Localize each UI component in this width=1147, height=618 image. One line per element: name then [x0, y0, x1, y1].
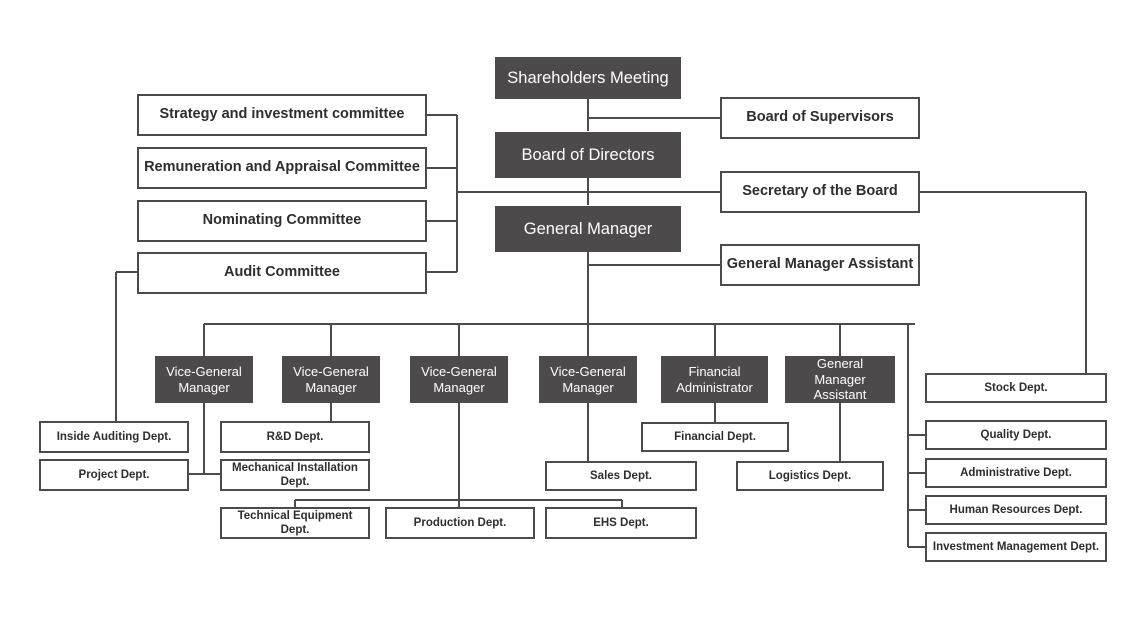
node-vice-general-manager-3[interactable]: Vice-General Manager [410, 356, 508, 403]
node-ehs-dept[interactable]: EHS Dept. [545, 507, 697, 539]
board-of-directors-label: Board of Directors [521, 145, 655, 164]
general-manager-label: General Manager [523, 219, 653, 238]
node-mechanical-installation-dept[interactable]: Mechanical Installation Dept. [220, 459, 370, 491]
nominating-committee-label: Nominating Committee [202, 212, 362, 229]
ehs-dept-label: EHS Dept. [593, 516, 649, 529]
node-general-manager-assistant-staff[interactable]: General Manager Assistant [720, 244, 920, 286]
logistics-dept-label: Logistics Dept. [768, 469, 852, 482]
quality-dept-label: Quality Dept. [980, 428, 1052, 441]
node-stock-dept[interactable]: Stock Dept. [925, 373, 1107, 403]
secretary-of-the-board-label: Secretary of the Board [742, 183, 898, 200]
rd-dept-label: R&D Dept. [266, 430, 324, 443]
inside-auditing-dept-label: Inside Auditing Dept. [56, 430, 172, 443]
production-dept-label: Production Dept. [413, 516, 507, 529]
node-inside-auditing-dept[interactable]: Inside Auditing Dept. [39, 421, 189, 453]
gm-assistant-exec-label: General Manager Assistant [813, 355, 867, 403]
node-logistics-dept[interactable]: Logistics Dept. [736, 461, 884, 491]
node-human-resources-dept[interactable]: Human Resources Dept. [925, 495, 1107, 525]
node-general-manager-assistant-exec[interactable]: General Manager Assistant [785, 356, 895, 403]
node-production-dept[interactable]: Production Dept. [385, 507, 535, 539]
node-vice-general-manager-4[interactable]: Vice-General Manager [539, 356, 637, 403]
board-of-supervisors-label: Board of Supervisors [746, 109, 894, 126]
node-rd-dept[interactable]: R&D Dept. [220, 421, 370, 453]
remuneration-committee-label: Remuneration and Appraisal Committee [144, 159, 420, 176]
node-board-of-directors[interactable]: Board of Directors [495, 132, 681, 178]
node-audit-committee[interactable]: Audit Committee [137, 252, 427, 294]
mechanical-installation-dept-label: Mechanical Installation Dept. [232, 461, 358, 488]
shareholders-meeting-label: Shareholders Meeting [507, 68, 669, 87]
node-sales-dept[interactable]: Sales Dept. [545, 461, 697, 491]
node-secretary-of-the-board[interactable]: Secretary of the Board [720, 171, 920, 213]
gm-assistant-staff-label: General Manager Assistant [726, 256, 914, 273]
node-technical-equipment-dept[interactable]: Technical Equipment Dept. [220, 507, 370, 539]
node-board-of-supervisors[interactable]: Board of Supervisors [720, 97, 920, 139]
audit-committee-label: Audit Committee [224, 264, 340, 281]
node-administrative-dept[interactable]: Administrative Dept. [925, 458, 1107, 488]
node-financial-administrator[interactable]: Financial Administrator [661, 356, 768, 403]
investment-management-dept-label: Investment Management Dept. [932, 540, 1100, 553]
node-vice-general-manager-2[interactable]: Vice-General Manager [282, 356, 380, 403]
node-quality-dept[interactable]: Quality Dept. [925, 420, 1107, 450]
node-general-manager[interactable]: General Manager [495, 206, 681, 252]
vgm3-label: Vice-General Manager [421, 363, 497, 395]
node-project-dept[interactable]: Project Dept. [39, 459, 189, 491]
project-dept-label: Project Dept. [78, 468, 150, 481]
node-strategy-and-investment-committee[interactable]: Strategy and investment committee [137, 94, 427, 136]
node-nominating-committee[interactable]: Nominating Committee [137, 200, 427, 242]
node-remuneration-and-appraisal-committee[interactable]: Remuneration and Appraisal Committee [137, 147, 427, 189]
human-resources-dept-label: Human Resources Dept. [949, 503, 1083, 516]
node-investment-management-dept[interactable]: Investment Management Dept. [925, 532, 1107, 562]
vgm1-label: Vice-General Manager [166, 363, 242, 395]
vgm4-label: Vice-General Manager [550, 363, 626, 395]
sales-dept-label: Sales Dept. [590, 469, 652, 482]
vgm2-label: Vice-General Manager [293, 363, 369, 395]
strategy-committee-label: Strategy and investment committee [159, 106, 405, 123]
technical-equipment-dept-label: Technical Equipment Dept. [237, 509, 353, 536]
stock-dept-label: Stock Dept. [984, 381, 1048, 394]
administrative-dept-label: Administrative Dept. [960, 466, 1072, 479]
financial-administrator-label: Financial Administrator [676, 363, 753, 395]
node-financial-dept[interactable]: Financial Dept. [641, 422, 789, 452]
node-shareholders-meeting[interactable]: Shareholders Meeting [495, 57, 681, 99]
financial-dept-label: Financial Dept. [674, 430, 756, 443]
node-vice-general-manager-1[interactable]: Vice-General Manager [155, 356, 253, 403]
